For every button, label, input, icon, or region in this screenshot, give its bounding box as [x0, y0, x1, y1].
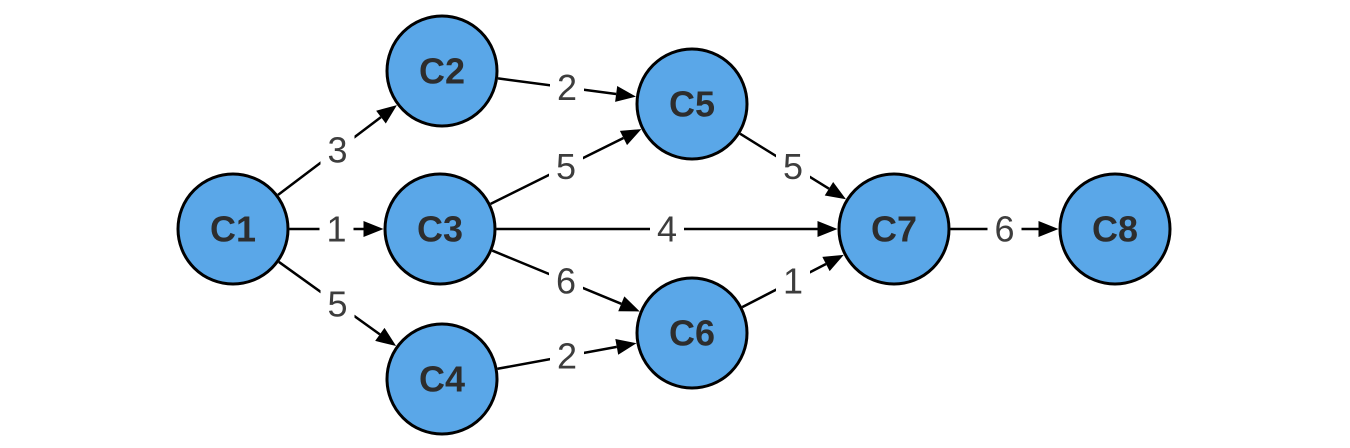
node-circle-C4	[385, 322, 499, 436]
arrowhead-icon	[615, 86, 636, 102]
edge-C3-C5: 5	[490, 129, 642, 206]
edge-C1-C2: 3	[277, 105, 397, 196]
node-circle-C2	[385, 14, 499, 128]
node-circle-C7	[837, 172, 951, 286]
node-circle-C3	[383, 172, 497, 286]
edge-C5-C7: 5	[739, 132, 846, 200]
edge-label-backing	[320, 128, 355, 172]
node-circle-C5	[635, 47, 749, 161]
node-circle-C1	[176, 172, 290, 286]
arrowhead-icon	[363, 221, 384, 237]
edge-C7-C8: 6	[950, 207, 1059, 251]
arrowhead-icon	[615, 338, 637, 355]
node-C5: C5	[635, 47, 749, 161]
node-C8: C8	[1058, 172, 1172, 286]
edge-C1-C3: 1	[289, 207, 384, 251]
arrowhead-icon	[375, 327, 397, 347]
node-circle-C8	[1058, 172, 1172, 286]
arrowhead-icon	[822, 254, 844, 272]
node-C1: C1	[176, 172, 290, 286]
edge-label-backing	[550, 65, 584, 110]
edge-label-backing	[776, 259, 810, 303]
edge-label-backing	[320, 282, 355, 326]
node-C6: C6	[635, 276, 749, 390]
edge-label-backing	[987, 207, 1022, 251]
edge-label-backing	[650, 207, 684, 251]
arrowhead-icon	[376, 105, 397, 124]
node-C4: C4	[385, 322, 499, 436]
edge-C3-C7: 4	[496, 207, 838, 251]
edge-C3-C6: 6	[491, 249, 640, 312]
node-C7: C7	[837, 172, 951, 286]
arrowhead-icon	[824, 181, 846, 200]
node-circle-C6	[635, 276, 749, 390]
arrowhead-icon	[817, 221, 838, 237]
node-C3: C3	[383, 172, 497, 286]
edge-label-backing	[549, 144, 583, 189]
edge-label-backing	[776, 144, 810, 189]
edge-label-backing	[319, 207, 354, 251]
arrowhead-icon	[619, 129, 642, 146]
edge-label-backing	[550, 334, 584, 378]
node-C2: C2	[385, 14, 499, 128]
edge-C2-C5: 2	[497, 65, 636, 110]
edge-C6-C7: 1	[741, 254, 844, 309]
edge-label-backing	[549, 259, 583, 303]
arrowhead-icon	[618, 296, 640, 312]
edge-C4-C6: 2	[497, 334, 637, 378]
edge-C1-C4: 5	[278, 260, 397, 347]
arrowhead-icon	[1038, 221, 1059, 237]
